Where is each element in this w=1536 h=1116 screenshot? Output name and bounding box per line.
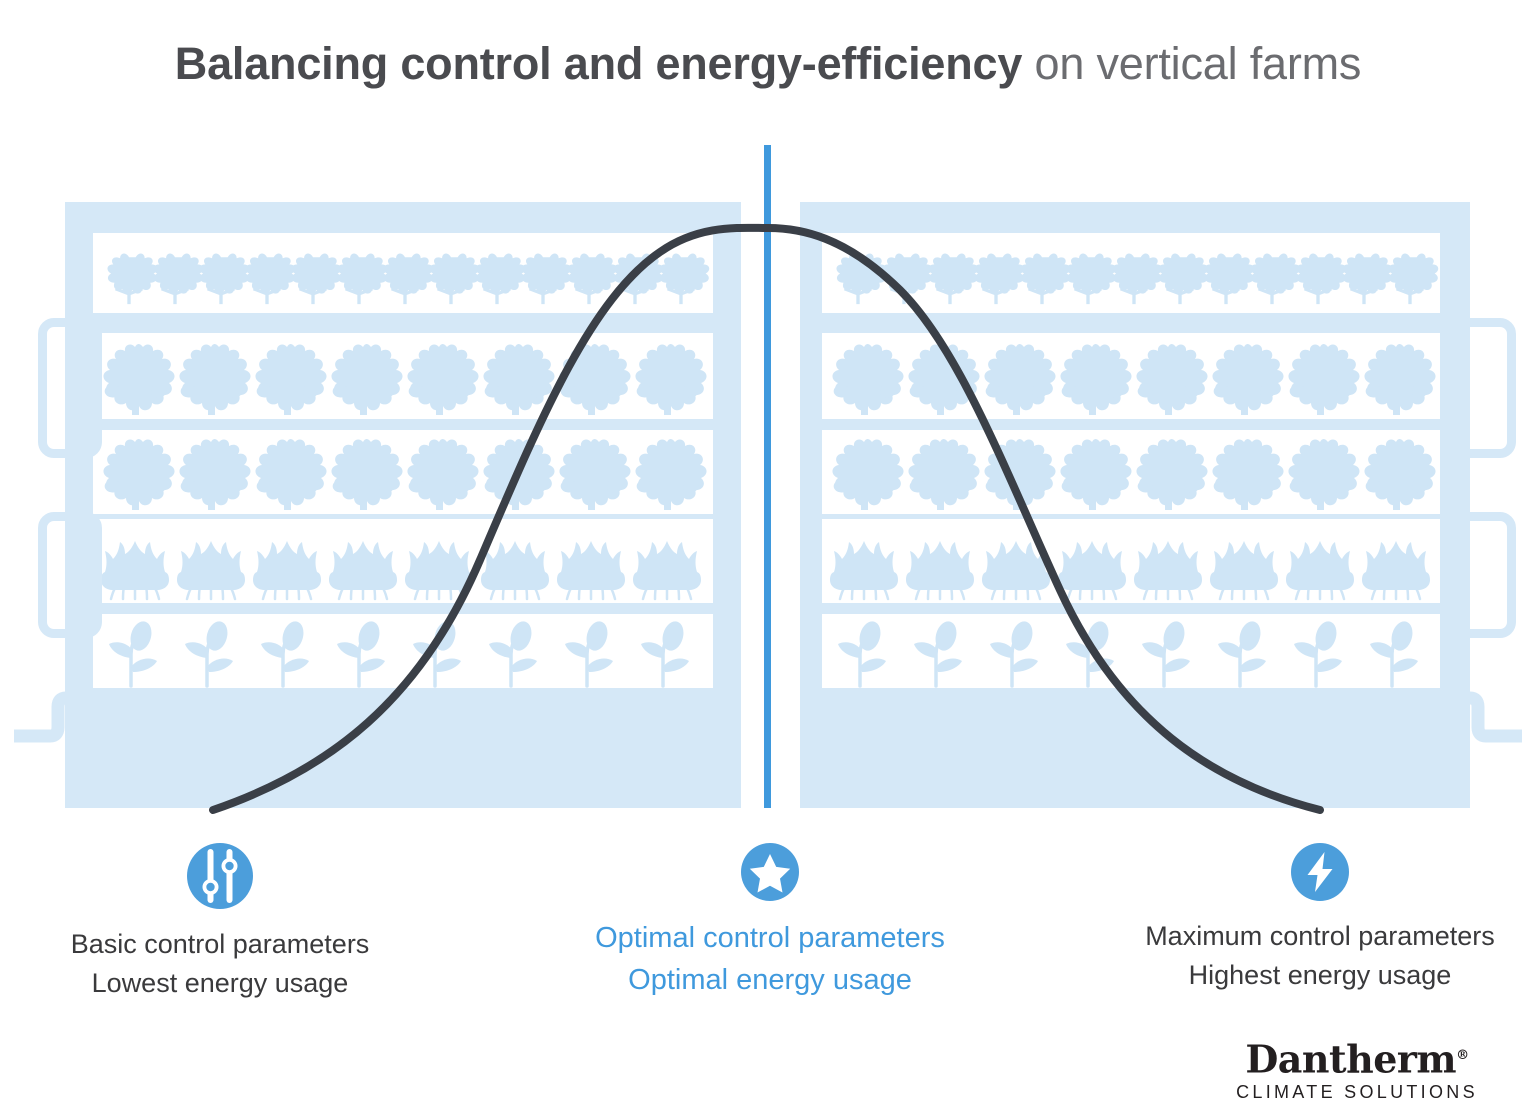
- seedling-row-icon: [107, 617, 691, 688]
- optimal-marker-line: [764, 145, 771, 808]
- rack-bracket-left-lower: [38, 512, 102, 638]
- oak-sprout-row-icon: [834, 251, 1440, 306]
- leafy-bush-row-icon: [103, 439, 707, 510]
- rack-pipe-right-bottom: [1454, 691, 1522, 743]
- legend-maximum-control[interactable]: Maximum control parameters Highest energ…: [1110, 843, 1530, 995]
- legend-optimal-line1: Optimal control parameters: [595, 922, 945, 954]
- seedling-row-icon: [836, 617, 1420, 688]
- oak-sprout-row-icon: [105, 251, 711, 306]
- vertical-farm-rack-right: [800, 202, 1470, 808]
- rack-bracket-right-upper: [1452, 318, 1516, 458]
- registered-trademark-icon: ®: [1456, 1048, 1469, 1063]
- legend-basic-control[interactable]: Basic control parameters Lowest energy u…: [20, 843, 420, 1003]
- sliders-icon: [187, 843, 253, 909]
- leafy-bush-row-icon: [832, 439, 1436, 510]
- rack-pipe-left-bottom: [14, 691, 82, 743]
- shelf-row-1-right: [822, 233, 1440, 313]
- bolt-icon: [1291, 843, 1349, 901]
- lotus-leaf-row-icon: [99, 539, 703, 601]
- legend-basic-line2: Lowest energy usage: [91, 968, 349, 998]
- shelf-row-5-left: [93, 614, 713, 688]
- legend-basic-line1: Basic control parameters: [70, 929, 370, 959]
- star-icon: [741, 843, 799, 901]
- logo-wordmark: Dantherm®: [1222, 1036, 1492, 1080]
- leafy-bush-row-icon: [103, 344, 707, 415]
- shelf-row-2-left: [93, 333, 713, 419]
- shelf-row-3-left: [93, 430, 713, 514]
- leafy-bush-row-icon: [832, 344, 1436, 415]
- logo-tagline: CLIMATE SOLUTIONS: [1236, 1081, 1478, 1102]
- legend-maximum-line2: Highest energy usage: [1188, 960, 1452, 990]
- legend-optimal-line2: Optimal energy usage: [628, 964, 912, 996]
- page-title-strong: Balancing control and energy-efficiency: [174, 38, 1023, 89]
- shelf-row-4-left: [93, 519, 713, 603]
- shelf-row-2-right: [822, 333, 1440, 419]
- shelf-row-5-right: [822, 614, 1440, 688]
- legend-optimal-control[interactable]: Optimal control parameters Optimal energ…: [545, 843, 995, 1001]
- page-title: Balancing control and energy-efficiency …: [0, 36, 1536, 92]
- vertical-farm-rack-left: [65, 202, 741, 808]
- rack-bracket-right-lower: [1452, 512, 1516, 638]
- logo-word-text: Dantherm: [1245, 1036, 1457, 1082]
- shelf-row-1-left: [93, 233, 713, 313]
- rack-bracket-left-upper: [38, 318, 102, 458]
- page-title-light: on vertical farms: [1022, 38, 1362, 89]
- lotus-leaf-row-icon: [828, 539, 1432, 601]
- dantherm-logo[interactable]: Dantherm® CLIMATE SOLUTIONS: [1222, 1036, 1492, 1103]
- shelf-row-4-right: [822, 519, 1440, 603]
- shelf-row-3-right: [822, 430, 1440, 514]
- legend-maximum-line1: Maximum control parameters: [1145, 921, 1495, 951]
